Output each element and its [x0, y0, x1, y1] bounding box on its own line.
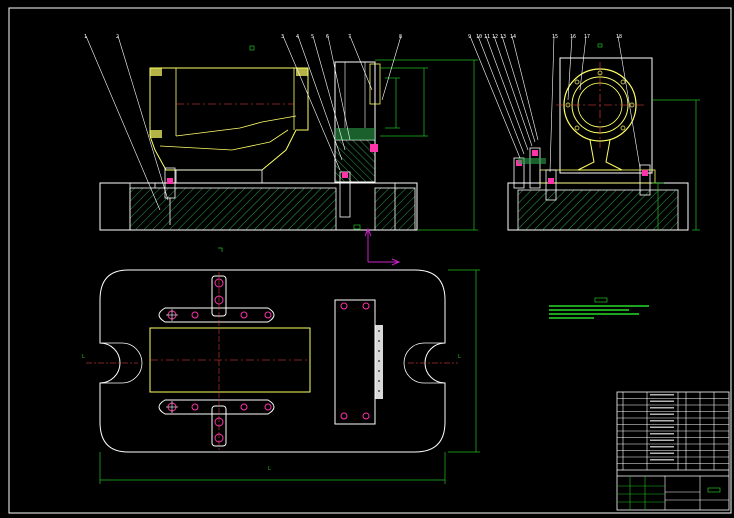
balloon-label: 3: [281, 34, 284, 40]
clamp-flange-top: [150, 68, 162, 76]
balloon-label: 8: [399, 34, 402, 40]
title-block: [616, 391, 730, 511]
base-plate-plan: [99, 269, 446, 453]
title-block-entry: [650, 459, 674, 461]
workpiece-housing: [149, 67, 309, 171]
balloon-label: 7: [348, 34, 351, 40]
side-housing: [559, 57, 653, 174]
clamp-flange-bottom: [150, 130, 162, 138]
balloon-label: 12: [492, 34, 498, 40]
title-block-entry: [650, 426, 674, 428]
balloon-label: 4: [296, 34, 299, 40]
title-block-entry: [650, 413, 674, 415]
title-block-entry: [650, 446, 674, 448]
balloon-label: 14: [510, 34, 516, 40]
balloon-label: 13: [500, 34, 506, 40]
drawing-border: [8, 7, 732, 514]
title-block-entry: [650, 394, 674, 396]
title-block-entry: [650, 407, 674, 409]
technical-notes: [549, 297, 649, 319]
base-section-hatch: [129, 187, 337, 231]
balloon-label: 5: [311, 34, 314, 40]
balloon-label: 18: [616, 34, 622, 40]
clamp-strap-top: [158, 307, 275, 323]
title-block-entry: [650, 439, 674, 441]
balloon-label: 2: [116, 34, 119, 40]
top-view: L L L: [82, 269, 480, 484]
title-block-entry: [650, 400, 674, 402]
side-view: 9 10 11 12 13 14 15 16 17 18: [468, 34, 700, 231]
balloon-label: 17: [584, 34, 590, 40]
front-view: 1 2 3 4 5 6 7 8: [84, 34, 478, 266]
balloon-label: 10: [476, 34, 482, 40]
balloon-label: 16: [570, 34, 576, 40]
title-block-entry: [650, 452, 674, 454]
fastener-left: [167, 178, 173, 184]
balloon-label: 15: [552, 34, 558, 40]
balloon-label: 6: [326, 34, 329, 40]
balloon-label: 1: [84, 34, 87, 40]
title-block-entry: [650, 433, 674, 435]
balloon-label: 9: [468, 34, 471, 40]
dimension-mark: L: [268, 466, 271, 472]
dimension-mark: L: [82, 354, 85, 360]
dimension-mark: L: [458, 354, 461, 360]
title-block-entry: [650, 420, 674, 422]
clamp-strap-bottom: [158, 399, 275, 415]
support-block-plan: [334, 299, 376, 425]
fastener-right: [370, 144, 378, 152]
support-block: [175, 169, 263, 184]
balloon-label: 11: [484, 34, 490, 40]
